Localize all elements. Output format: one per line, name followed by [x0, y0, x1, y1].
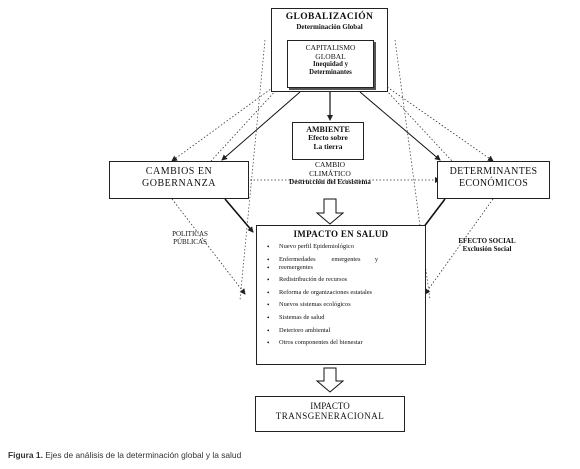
cambio-climatico-label: CAMBIO CLIMÁTICO Destrucción del Ecosist… — [270, 160, 390, 187]
ambiente-line1: AMBIENTE — [306, 125, 350, 134]
globalizacion-title: GLOBALIZACIÓN — [285, 12, 374, 22]
politicas-line1: POLITICAS — [172, 230, 208, 238]
efecto-social-line1: EFECTO SOCIAL — [458, 237, 516, 245]
capitalismo-line3: Inequidad y — [313, 61, 348, 69]
impacto-item: Deterioro ambiental — [267, 325, 425, 338]
impacto-item-continuation: reemergentes — [267, 262, 425, 275]
ambiente-box: AMBIENTE Efecto sobre La tierra — [292, 122, 364, 160]
efecto-social-line2: Exclusión Social — [462, 245, 512, 254]
gobernanza-line2: GOBERNANZA — [142, 177, 216, 189]
arrow-gobernanza-to-impacto — [224, 198, 254, 233]
efecto-social-label: EFECTO SOCIAL Exclusión Social — [442, 237, 532, 253]
ambiente-line3: La tierra — [313, 141, 343, 151]
impacto-trans-line1: IMPACTO — [310, 401, 350, 411]
ambiente-line2: Efecto sobre — [308, 133, 348, 143]
figure-caption-text: Ejes de análisis de la determinación glo… — [42, 450, 242, 460]
cambio-climatico-line2: CLIMÁTICO — [309, 168, 351, 178]
impacto-item: Sistemas de salud — [267, 312, 425, 325]
capitalismo-line2: GLOBAL — [315, 51, 346, 61]
capitalismo-line4: Determinantes — [309, 69, 352, 77]
gobernanza-line1: CAMBIOS EN — [145, 166, 213, 177]
determinantes-line2: ECONÓMICOS — [458, 177, 529, 189]
impacto-trans-box: IMPACTO TRANSGENERACIONAL — [255, 396, 405, 432]
cambio-climatico-line1: CAMBIO — [314, 160, 345, 169]
impacto-item: Nuevos sistemas ecológicos — [267, 299, 425, 312]
globalizacion-subtitle: Determinación Global — [296, 22, 363, 31]
figure-caption: Figura 1. Ejes de análisis de la determi… — [8, 450, 241, 460]
cambio-climatico-line3: Destrucción del Ecosistema — [289, 178, 371, 187]
capitalismo-box: CAPITALISMO GLOBAL Inequidad y Determina… — [287, 40, 374, 88]
impacto-item: Otros componentes del bienestar — [267, 337, 425, 350]
arrow-capitalismo-to-determinantes — [369, 74, 494, 162]
impacto-salud-list: Nuevo perfil Epidemiológico Enfermedades… — [257, 241, 425, 349]
block-arrow-to-impacto-trans — [315, 367, 345, 393]
arrow-capitalismo-to-determinantes-solid — [359, 91, 441, 161]
capitalismo-line1: CAPITALISMO — [305, 43, 356, 52]
impacto-item: Reforma de organizaciones estatales — [267, 287, 425, 300]
dotted-gobernanza-to-impacto — [171, 198, 246, 295]
impacto-salud-box: IMPACTO EN SALUD Nuevo perfil Epidemioló… — [256, 225, 426, 365]
politicas-label: POLITICAS PÚBLICAS — [150, 230, 230, 246]
impacto-item: Enfermedades emergentes y — [267, 254, 425, 267]
block-arrow-to-impacto-salud — [315, 198, 345, 225]
determinantes-box: DETERMINANTES ECONÓMICOS — [437, 161, 550, 199]
figure-caption-label: Figura 1. — [8, 450, 43, 460]
impacto-salud-title: IMPACTO EN SALUD — [293, 229, 389, 239]
arrow-capitalismo-to-gobernanza-solid — [221, 91, 301, 161]
determinantes-line1: DETERMINANTES — [449, 166, 538, 177]
politicas-line2: PÚBLICAS — [173, 238, 207, 247]
impacto-item: Redistribución de recursos — [267, 274, 425, 287]
impacto-item: Nuevo perfil Epidemiológico — [267, 241, 425, 254]
gobernanza-box: CAMBIOS EN GOBERNANZA — [109, 161, 249, 199]
impacto-trans-line2: TRANSGENERACIONAL — [275, 411, 385, 422]
dotted-top-left — [239, 39, 266, 301]
